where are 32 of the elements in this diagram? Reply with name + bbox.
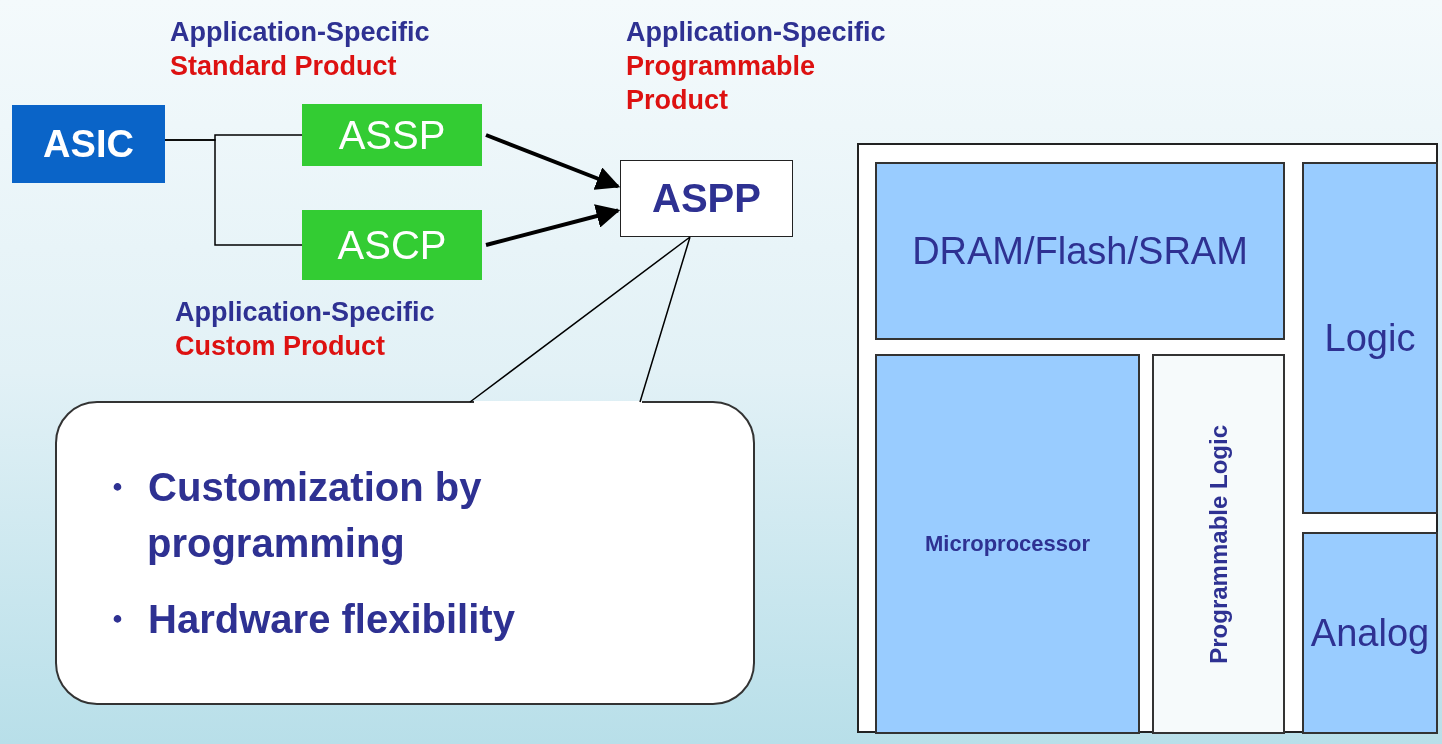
node-caption: Application-Specific [626, 16, 887, 49]
node-caption: Standard Product [170, 50, 398, 83]
node-label: ASPP [652, 176, 761, 221]
analog-block [1302, 532, 1438, 734]
node-caption: Programmable Product [626, 50, 817, 117]
node-label: Microprocessor [924, 531, 1091, 557]
process-box [620, 160, 793, 237]
process-box [302, 104, 482, 166]
arrow [485, 204, 621, 247]
node-caption: Application-Specific [170, 16, 430, 49]
arrow [485, 133, 621, 190]
node-label: Logic [1324, 316, 1416, 360]
node-caption: Custom Product [175, 330, 386, 363]
process-box [302, 210, 482, 280]
process-box [12, 105, 165, 183]
memory-block [875, 162, 1285, 340]
node-label: Programmable Logic [1204, 424, 1233, 664]
callout-bubble [55, 401, 755, 705]
bullet-text: ・ Hardware flexibility [97, 596, 516, 643]
logic-block [1302, 162, 1438, 514]
node-label: Analog [1310, 611, 1430, 655]
node-label: DRAM/Flash/SRAM [912, 229, 1248, 273]
logic-block [1152, 354, 1285, 734]
processor-block [875, 354, 1140, 734]
node-label: ASCP [337, 222, 447, 268]
connector-line [164, 139, 303, 246]
node-caption: Application-Specific [175, 296, 435, 329]
callout-tail [469, 236, 691, 403]
bullet-text: ・ Customization by programming [97, 464, 483, 567]
node-label: ASSP [338, 112, 446, 158]
chip-outline [857, 143, 1438, 733]
node-label: ASIC [43, 122, 134, 166]
